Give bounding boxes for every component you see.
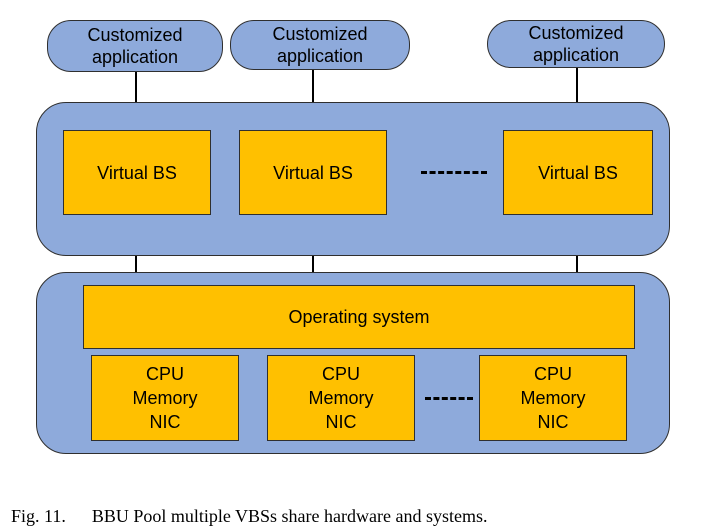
memory-label: Memory: [520, 388, 586, 408]
customized-application-2: Customized application: [230, 20, 410, 70]
cpu-label: CPU: [321, 364, 360, 384]
cpu-label: CPU: [145, 364, 184, 384]
connector-line: [576, 66, 578, 128]
ellipsis-dots: [421, 171, 487, 174]
cpu-label: CPU: [533, 364, 572, 384]
customized-application-3: Customized application: [487, 20, 665, 68]
hardware-resources-1: CPU Memory NIC: [91, 355, 239, 441]
connector-line: [135, 70, 137, 128]
virtual-bs-2: Virtual BS: [239, 130, 387, 215]
figure-caption: Fig. 11. BBU Pool multiple VBSs share har…: [2, 485, 487, 527]
hardware-resources-3: CPU Memory NIC: [479, 355, 627, 441]
hardware-resources-2: CPU Memory NIC: [267, 355, 415, 441]
figure-caption-text: BBU Pool multiple VBSs share hardware an…: [91, 506, 488, 526]
customized-application-1: Customized application: [47, 20, 223, 72]
operating-system: Operating system: [83, 285, 635, 349]
figure-number: Fig. 11.: [11, 506, 66, 526]
memory-label: Memory: [308, 388, 374, 408]
nic-label: NIC: [325, 412, 357, 432]
virtual-bs-1: Virtual BS: [63, 130, 211, 215]
virtual-bs-3: Virtual BS: [503, 130, 653, 215]
nic-label: NIC: [537, 412, 569, 432]
ellipsis-dots: [425, 397, 473, 400]
connector-line: [312, 68, 314, 128]
memory-label: Memory: [132, 388, 198, 408]
nic-label: NIC: [149, 412, 181, 432]
